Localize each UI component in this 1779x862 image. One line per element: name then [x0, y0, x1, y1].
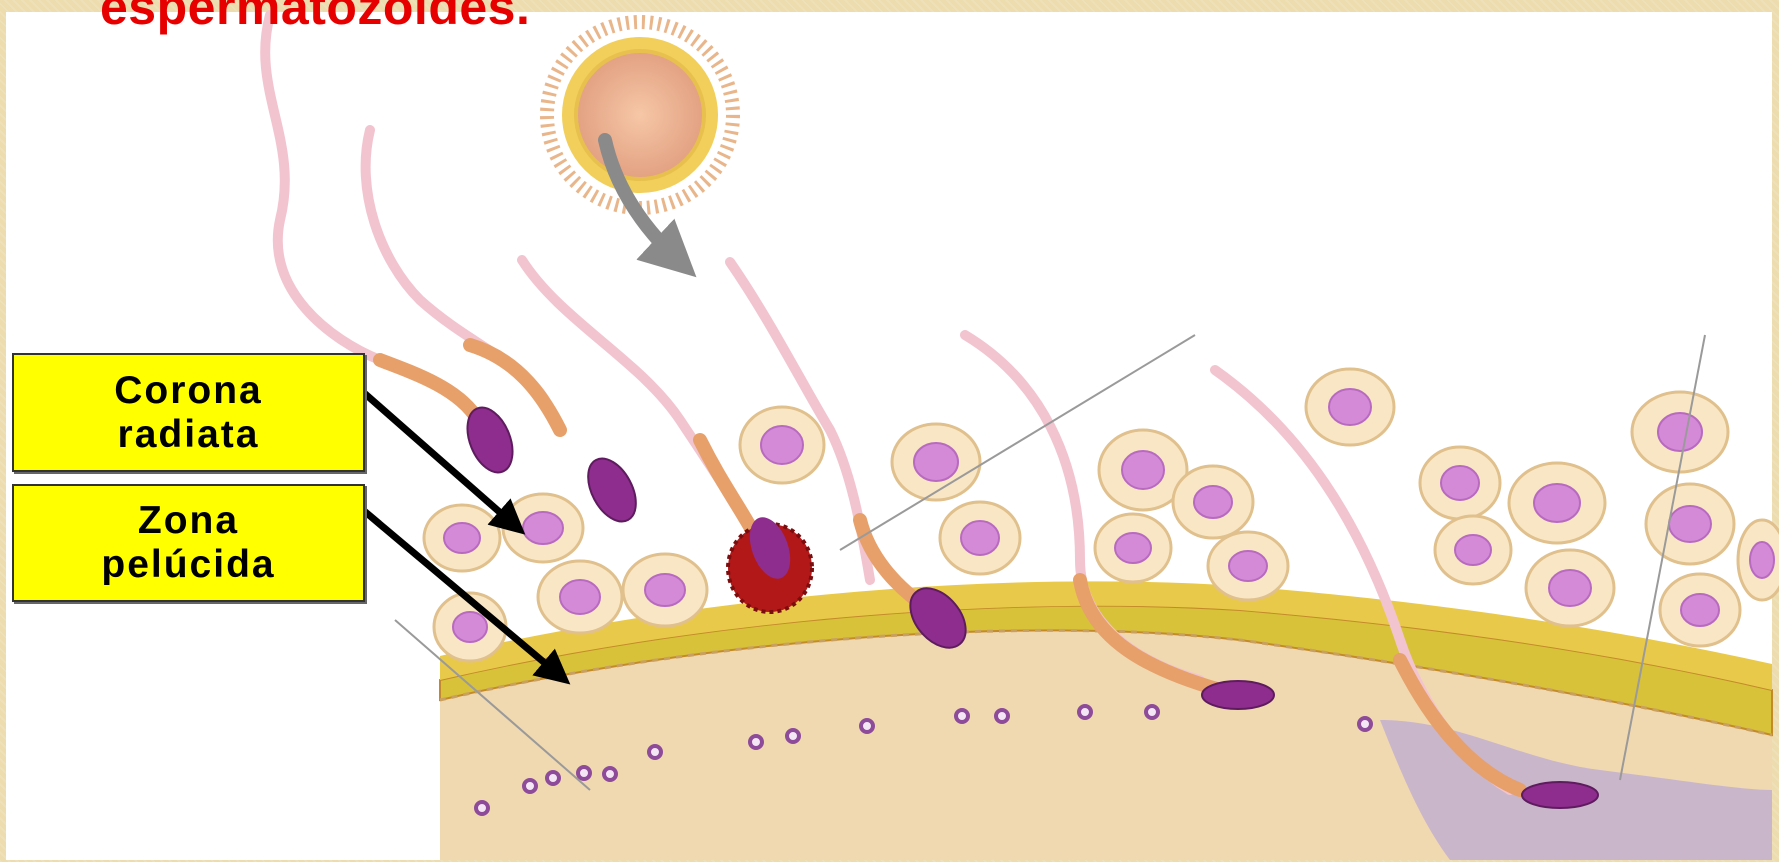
- label-zona-line1: Zona: [138, 499, 239, 543]
- slide-title: espermatozoides.: [100, 0, 530, 36]
- label-zona-pellucida: Zona pelúcida: [12, 484, 365, 602]
- label-zona-line2: pelúcida: [101, 543, 275, 587]
- label-corona-line1: Corona: [114, 369, 263, 413]
- label-corona-radiata: Corona radiata: [12, 353, 365, 472]
- label-corona-line2: radiata: [118, 413, 260, 457]
